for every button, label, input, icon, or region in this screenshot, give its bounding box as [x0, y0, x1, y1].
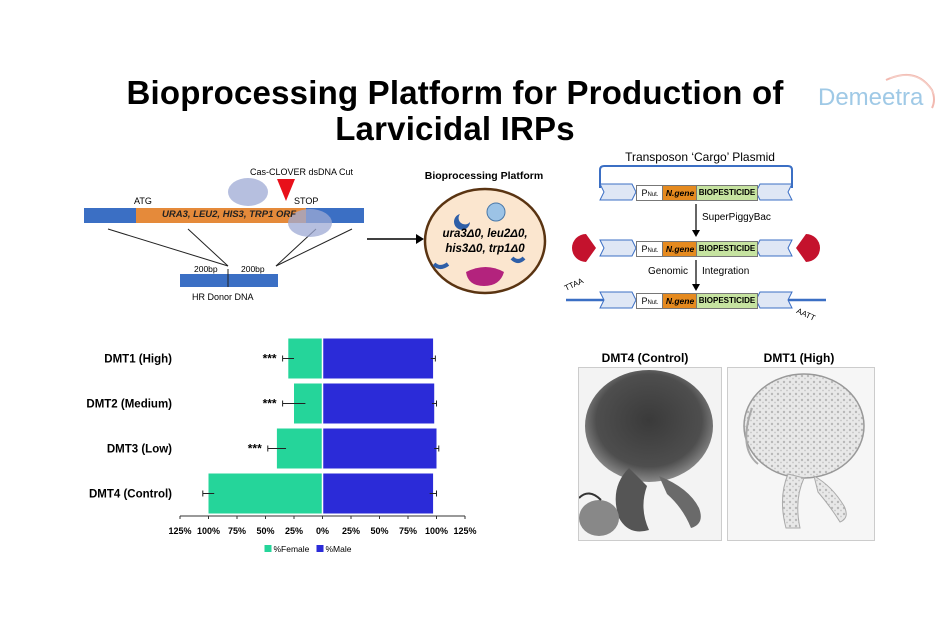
bar-male — [322, 473, 434, 514]
category-label: DMT3 (Low) — [107, 444, 172, 456]
plasmid-graphic — [566, 165, 826, 309]
x-tick-label: 50% — [370, 526, 388, 536]
x-tick-label: 25% — [285, 526, 303, 536]
cut-site-icon — [277, 179, 295, 201]
promoter-subscript: Nut. — [647, 248, 659, 254]
bar-male — [322, 383, 435, 424]
plasmid-heading: Transposon ‘Cargo’ Plasmid — [625, 150, 775, 164]
promoter-label: P — [641, 188, 648, 198]
logo-swoosh-icon — [885, 73, 935, 109]
genotype-line-2: his3Δ0, trp1Δ0 — [445, 243, 525, 255]
sex-ratio-chart: DMT1 (High) *** DMT2 (Medium) *** DMT3 (Low)… — [60, 330, 480, 560]
arrow-right-icon — [367, 234, 424, 244]
cut-label: Cas-CLOVER dsDNA Cut — [250, 167, 354, 177]
micro-right-label: DMT1 (High) — [763, 351, 835, 365]
category-label: DMT2 (Medium) — [86, 399, 172, 411]
orf-bar — [136, 208, 306, 223]
title-line-1: Bioprocessing Platform for Production of — [126, 74, 784, 111]
micrograph-treated-image — [743, 373, 865, 529]
legend-label: %Male — [326, 544, 352, 554]
x-tick-label: 75% — [399, 526, 417, 536]
cargo-box-2: BIOPESTICIDE — [696, 241, 758, 257]
construct-row-2 — [572, 234, 820, 262]
significance-label: *** — [263, 352, 277, 366]
promoter-box-3: PNut. — [636, 293, 664, 309]
step-genomic: Genomic — [648, 266, 689, 277]
x-tick-label: 25% — [342, 526, 360, 536]
chart-svg: DMT1 (High) *** DMT2 (Medium) *** DMT3 (Low)… — [86, 336, 477, 554]
legend-swatch — [264, 545, 272, 552]
vesicle-icon — [432, 262, 450, 269]
category-label: DMT1 (High) — [104, 354, 172, 366]
bar-male — [322, 428, 437, 469]
x-tick-label: 75% — [228, 526, 246, 536]
x-tick-label: 100% — [425, 526, 448, 536]
x-tick-label: 100% — [197, 526, 220, 536]
gene-box-3: N.gene — [662, 293, 698, 309]
nuclease-right-icon — [288, 209, 332, 237]
vacuole-icon — [466, 267, 504, 286]
gene-box-1: N.gene — [662, 185, 698, 201]
donor-label: HR Donor DNA — [192, 292, 254, 302]
cell-heading: Bioprocessing Platform — [424, 170, 544, 182]
x-tick-label: 50% — [256, 526, 274, 536]
bar-female — [208, 473, 323, 514]
plasmid-diagram: Transposon ‘Cargo’ Plasmid PNut. — [560, 148, 832, 330]
orf-label: URA3, LEU2, HIS3, TRP1 ORF — [162, 209, 297, 220]
hr-right-label: 200bp — [241, 264, 265, 274]
nuclease-left-icon — [228, 178, 268, 206]
vesicle-icon — [454, 214, 470, 230]
cargo-box-1: BIOPESTICIDE — [696, 185, 758, 201]
vesicle-icon — [510, 256, 526, 263]
micro-left-label: DMT4 (Control) — [601, 351, 689, 365]
significance-label: *** — [248, 442, 262, 456]
organelle-icon — [486, 202, 506, 222]
donor-dna-bar — [180, 274, 278, 287]
category-label: DMT4 (Control) — [89, 489, 172, 501]
logo-text: Demeetra — [818, 84, 924, 111]
x-tick-label: 0% — [316, 526, 329, 536]
yeast-cell-graphic — [423, 187, 547, 295]
x-tick-label: 125% — [453, 526, 476, 536]
step-superpiggybac: SuperPiggyBac — [702, 212, 771, 223]
micrograph-control-image — [579, 370, 713, 536]
promoter-box-2: PNut. — [636, 241, 664, 257]
legend-label: %Female — [274, 544, 310, 554]
transposase-right-icon — [796, 234, 820, 262]
yeast-cell: ura3Δ0, leu2Δ0, his3Δ0, trp1Δ0 — [422, 186, 548, 296]
promoter-label: P — [641, 296, 648, 306]
promoter-subscript: Nut. — [647, 192, 659, 198]
legend-swatch — [316, 545, 324, 552]
micrograph-control — [578, 367, 722, 541]
promoter-label: P — [641, 244, 648, 254]
atg-label: ATG — [134, 196, 152, 206]
page-title: Bioprocessing Platform for Production of… — [90, 75, 820, 147]
x-tick-label: 125% — [168, 526, 191, 536]
significance-label: *** — [263, 397, 277, 411]
genotype-line-1: ura3Δ0, leu2Δ0, — [442, 228, 528, 240]
stop-label: STOP — [294, 196, 319, 206]
flow-arrow — [366, 232, 424, 246]
title-line-2: Larvicidal IRPs — [335, 110, 575, 147]
company-logo: Demeetra — [816, 68, 938, 118]
bar-male — [322, 338, 434, 379]
cargo-box-3: BIOPESTICIDE — [696, 293, 758, 309]
construct-row-1 — [599, 183, 793, 201]
promoter-subscript: Nut. — [647, 300, 659, 306]
step-integration: Integration — [702, 266, 750, 277]
gene-editing-graphic — [84, 178, 364, 287]
transposase-left-icon — [572, 234, 596, 262]
promoter-box-1: PNut. — [636, 185, 664, 201]
gene-editing-diagram: Cas-CLOVER dsDNA Cut ATG STOP URA3, LEU2… — [80, 165, 380, 310]
micrograph-treated — [727, 367, 875, 541]
hr-left-label: 200bp — [194, 264, 218, 274]
gene-box-2: N.gene — [662, 241, 698, 257]
